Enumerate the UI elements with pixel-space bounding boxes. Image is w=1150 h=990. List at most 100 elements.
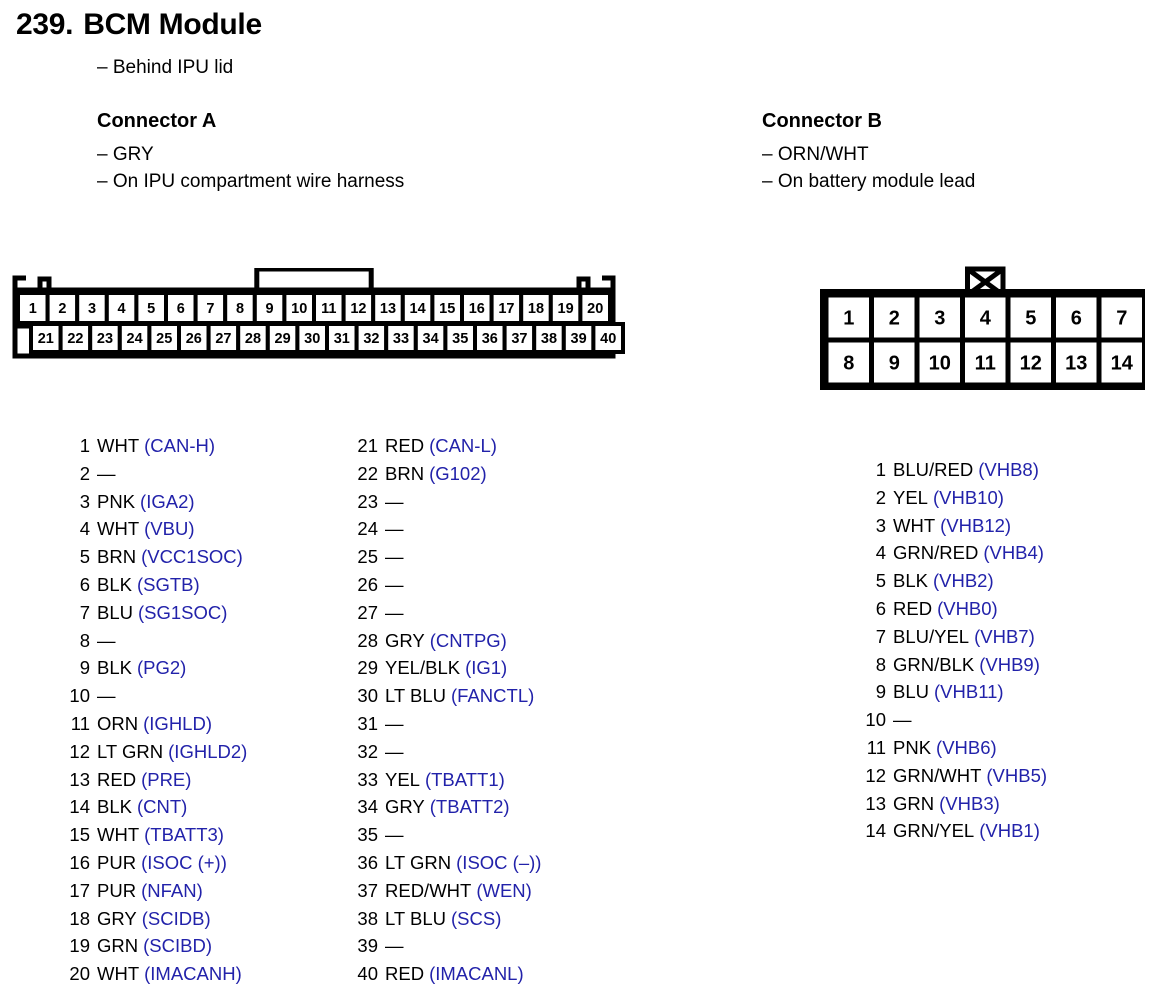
pin-number: 34 (357, 796, 378, 818)
pin-signal-name: (VHB2) (932, 570, 994, 592)
pin-row: 26— (352, 571, 541, 599)
pin-cell-number: 39 (571, 331, 587, 347)
pin-cell (532, 322, 566, 354)
pin-signal-name: (CAN-L) (429, 435, 497, 456)
pin-empty-dash: — (385, 573, 404, 595)
pin-number: 15 (69, 824, 90, 846)
pin-wire-color: LT GRN (97, 740, 164, 762)
pin-wire-color: BRN (385, 462, 425, 484)
pin-empty-dash: — (97, 629, 116, 651)
pin-number: 40 (357, 963, 378, 985)
pin-number: 38 (357, 907, 378, 929)
pin-signal-name: (NFAN) (141, 879, 203, 901)
connector-a-color: – GRY (97, 144, 154, 165)
pin-empty-dash: — (385, 546, 404, 568)
pin-cell-number: 12 (1020, 353, 1042, 375)
pin-number: 13 (865, 792, 886, 814)
pin-number: 1 (875, 459, 886, 480)
pin-empty-dash: — (893, 709, 912, 731)
pin-signal-name: (TBATT2) (429, 796, 510, 818)
pin-cell-number: 15 (439, 301, 455, 317)
pin-wire-color: RED (385, 435, 425, 456)
pin-cell-number: 21 (38, 331, 54, 347)
pin-cell-number: 17 (498, 301, 514, 317)
pin-cell-number: 16 (469, 301, 485, 317)
pin-row: 35— (352, 821, 541, 849)
pin-number: 20 (69, 963, 90, 985)
pin-row: 15 WHT(TBATT3) (64, 821, 247, 849)
pin-wire-color: RED (385, 963, 425, 985)
pin-signal-name: (VHB3) (939, 792, 1000, 814)
pin-cell (282, 291, 316, 325)
pin-cell-number: 13 (1065, 353, 1087, 375)
pin-wire-color: GRN/RED (893, 542, 979, 564)
pin-signal-name: (TBATT3) (144, 824, 224, 846)
pin-cell-number: 30 (304, 331, 320, 347)
pin-cell-number: 34 (423, 331, 439, 347)
pin-cell-number: 6 (1071, 308, 1082, 330)
pin-cell-number: 1 (29, 301, 37, 317)
pin-number: 27 (357, 601, 378, 623)
pin-number: 6 (875, 597, 886, 619)
pin-cell-number: 5 (1025, 308, 1036, 330)
pin-signal-name: (IGA2) (140, 490, 195, 512)
pin-number: 35 (357, 824, 378, 846)
connector-b-heading: Connector B (762, 110, 882, 132)
pin-number: 24 (357, 518, 378, 540)
pin-signal-name: (VHB12) (940, 514, 1012, 536)
pin-row: 27— (352, 599, 541, 627)
pin-wire-color: PNK (97, 490, 136, 512)
pin-number: 11 (70, 712, 90, 734)
pin-empty-dash: — (385, 935, 404, 957)
pin-wire-color: WHT (97, 963, 140, 985)
pin-wire-color: YEL (385, 768, 420, 790)
pin-number: 4 (79, 518, 90, 540)
pin-cell (591, 322, 626, 354)
pin-row: 24— (352, 515, 541, 543)
pin-wire-color: WHT (893, 514, 936, 536)
pin-cell-number: 33 (393, 331, 409, 347)
pin-cell (1051, 337, 1102, 388)
pin-cell-number: 24 (127, 331, 143, 347)
section-number: 239. (16, 8, 74, 41)
pin-number: 4 (875, 542, 886, 564)
pin-cell (354, 322, 389, 354)
pin-wire-color: GRN/BLK (893, 653, 975, 675)
pin-cell-number: 4 (118, 301, 126, 317)
pin-number: 32 (357, 740, 378, 762)
pin-number: 5 (875, 570, 886, 592)
pin-wire-color: LT BLU (385, 907, 447, 929)
pin-cell (1096, 292, 1145, 343)
pin-cell-number: 5 (147, 301, 155, 317)
pin-wire-color: BLK (97, 796, 132, 818)
pin-signal-name: (VHB0) (937, 597, 998, 619)
pin-signal-name: (TBATT1) (424, 768, 505, 790)
pin-wire-color: WHT (97, 824, 140, 846)
pin-cell-number: 4 (980, 308, 992, 330)
pin-number: 16 (69, 851, 90, 873)
pin-row: 25— (352, 543, 541, 571)
pin-cell-number: 19 (558, 301, 574, 317)
pin-number: 9 (875, 681, 886, 703)
pin-cell-number: 29 (275, 331, 291, 347)
pin-cell-number: 28 (245, 331, 261, 347)
pin-wire-color: YEL/BLK (385, 657, 461, 679)
pin-number: 33 (357, 768, 378, 790)
pin-wire-color: BLK (893, 570, 928, 592)
pin-signal-name: (CNTPG) (429, 629, 507, 651)
